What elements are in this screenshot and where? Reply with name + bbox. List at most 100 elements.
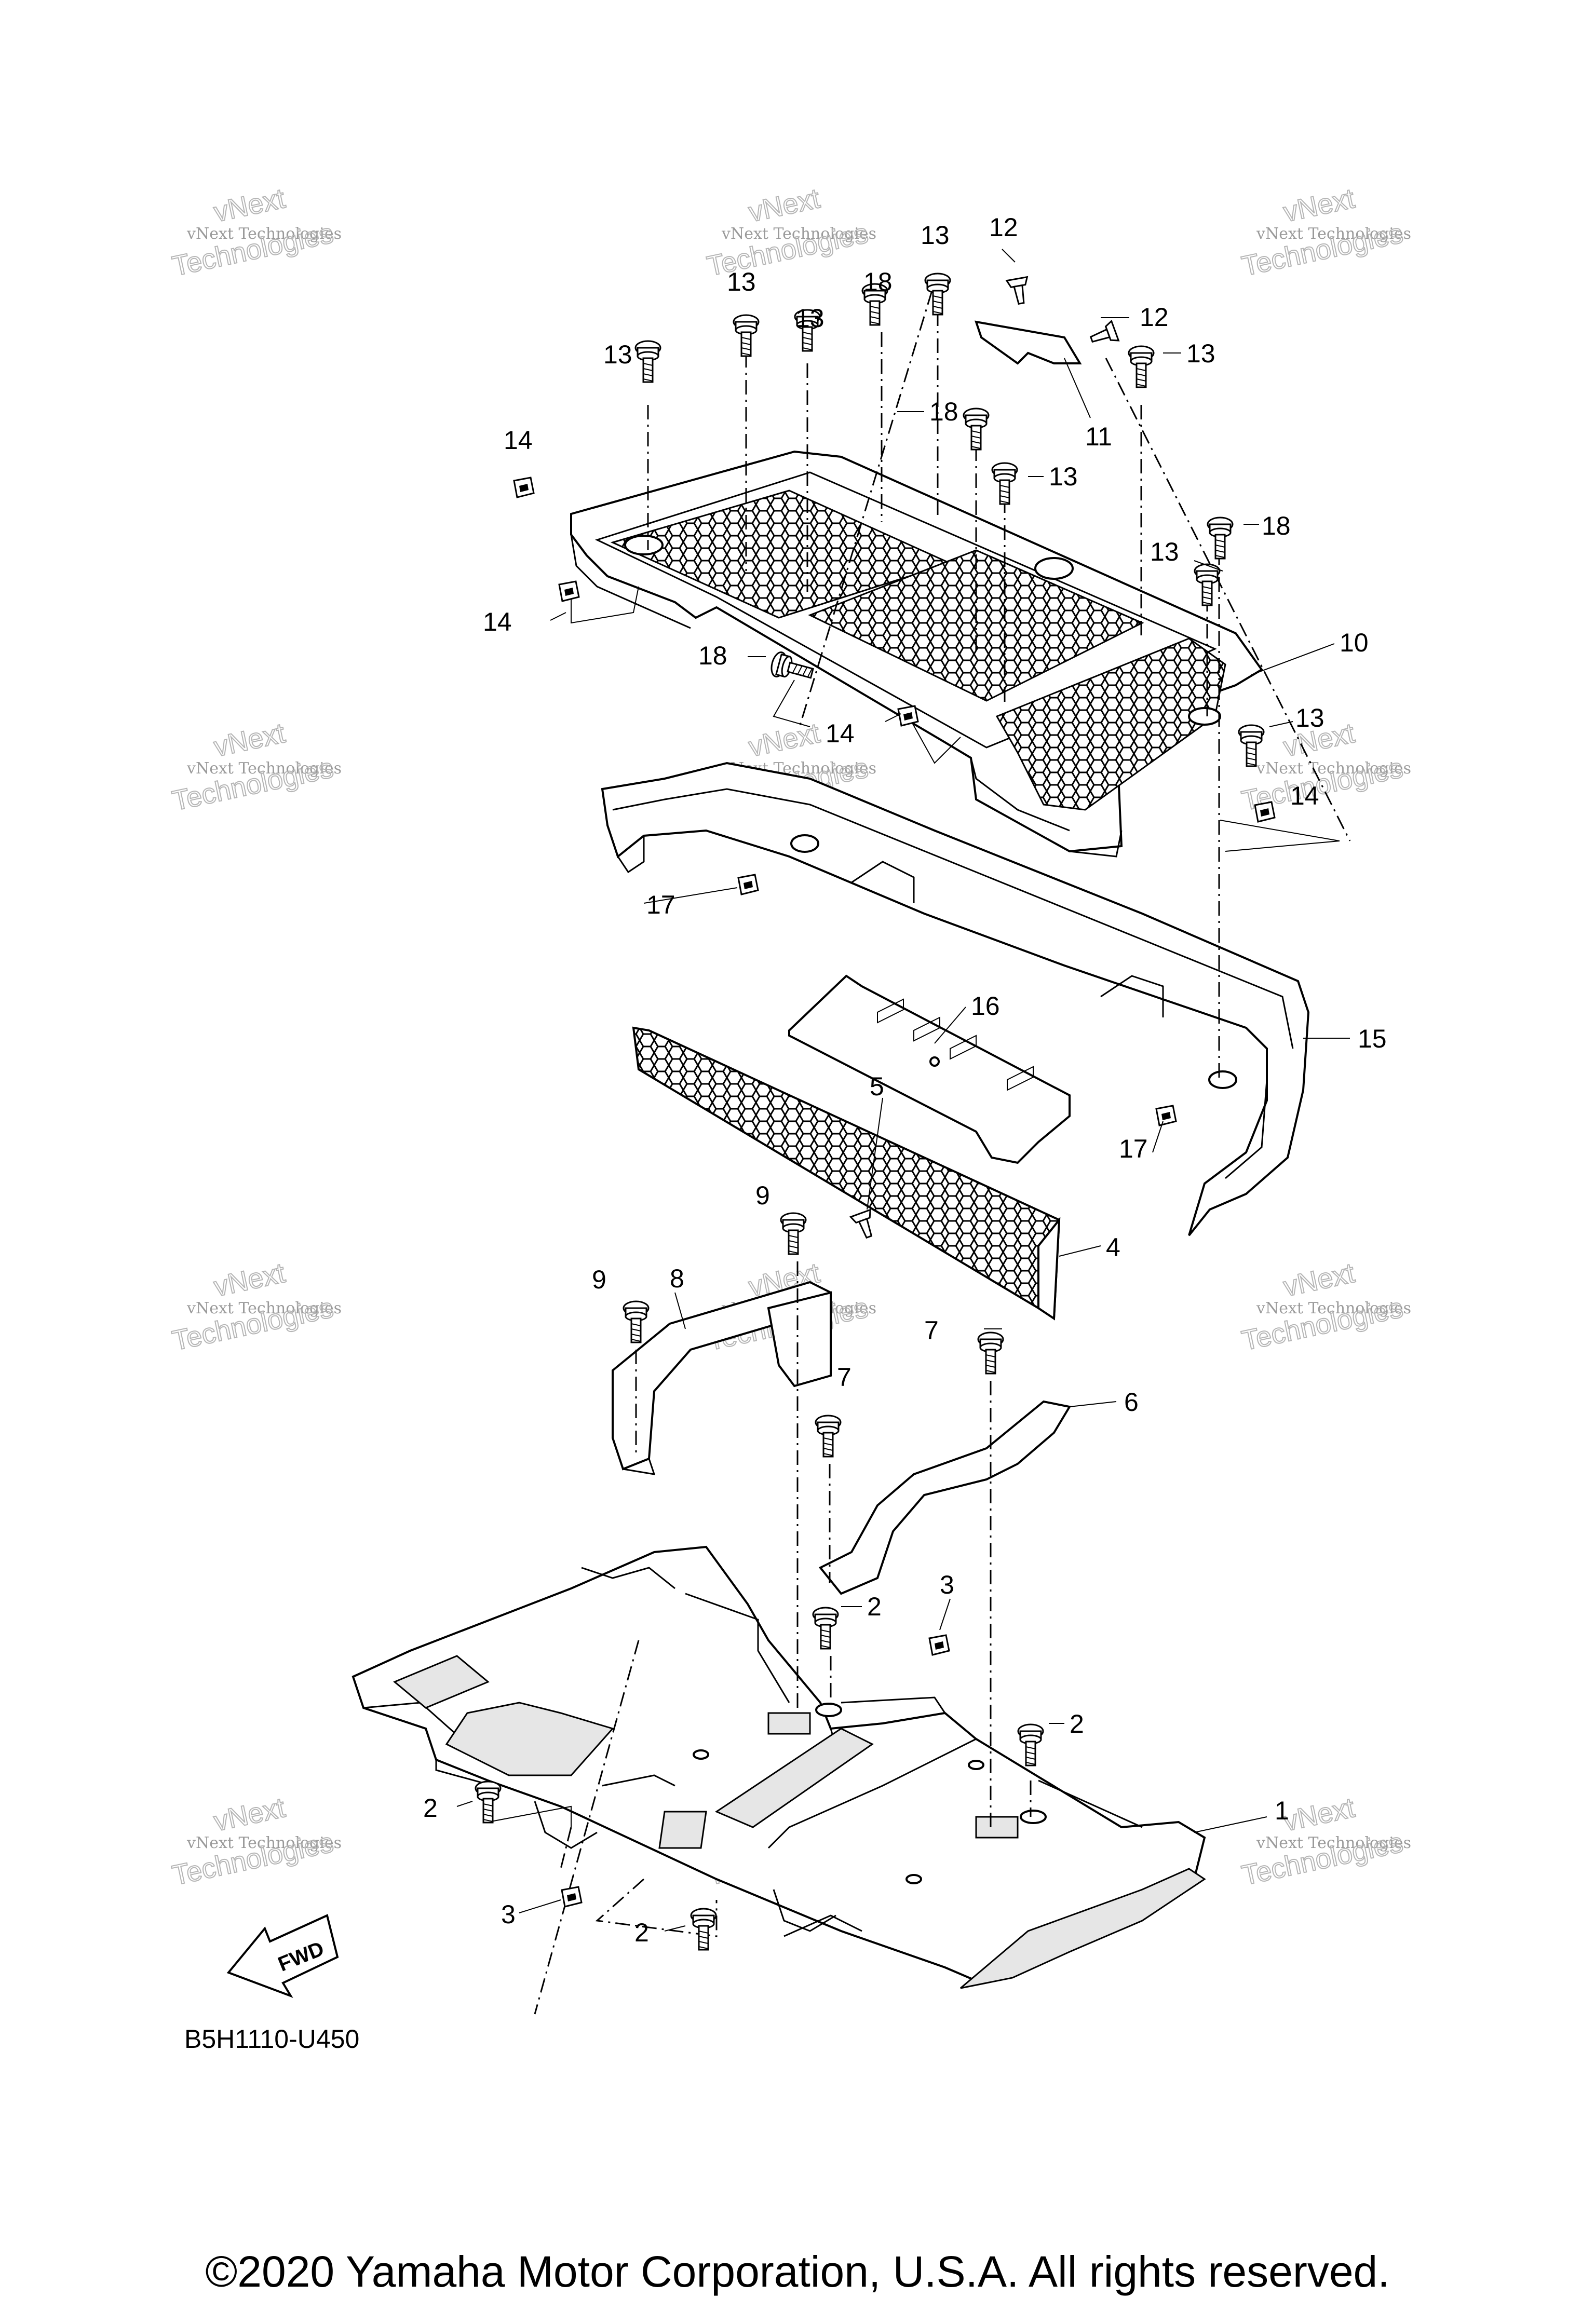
callout-2: 2 bbox=[1070, 1709, 1084, 1738]
clip-14-icon bbox=[897, 705, 919, 727]
callout-18: 18 bbox=[1262, 511, 1291, 540]
bolt-9-icon bbox=[780, 1212, 807, 1255]
bolt-13-icon bbox=[1194, 563, 1221, 606]
callout-leaders bbox=[456, 249, 1350, 1932]
bolt-2-icon bbox=[475, 1781, 502, 1824]
bolt-13-icon bbox=[1128, 345, 1155, 388]
bolt-13-icon bbox=[634, 340, 661, 383]
callout-4: 4 bbox=[1106, 1233, 1120, 1262]
callout-14: 14 bbox=[504, 426, 533, 455]
bolt-13-icon bbox=[924, 273, 951, 316]
callout-12: 12 bbox=[989, 213, 1018, 242]
bolt-13-icon bbox=[733, 314, 760, 357]
fasteners bbox=[475, 273, 1276, 1951]
pin-12-icon bbox=[1087, 320, 1119, 350]
clip-14-icon bbox=[513, 477, 535, 498]
callout-1: 1 bbox=[1275, 1796, 1289, 1825]
callout-2: 2 bbox=[867, 1592, 882, 1621]
callout-2: 2 bbox=[634, 1918, 649, 1947]
bolt-2-icon bbox=[690, 1908, 717, 1951]
callout-18: 18 bbox=[929, 397, 958, 426]
pin-12-icon bbox=[1006, 276, 1033, 306]
watermark-text: vNext Technologies bbox=[721, 225, 876, 243]
bolt-2-icon bbox=[1017, 1723, 1044, 1766]
watermark-text: vNext Technologies bbox=[1256, 225, 1411, 243]
copyright-footer: ©2020 Yamaha Motor Corporation, U.S.A. A… bbox=[205, 2247, 1389, 2296]
callout-11: 11 bbox=[1085, 422, 1112, 451]
callout-7: 7 bbox=[837, 1363, 851, 1392]
part-10-cargo-tray bbox=[570, 450, 1263, 858]
callout-12: 12 bbox=[1140, 303, 1169, 332]
part-16-bracket bbox=[788, 974, 1071, 1164]
callout-14: 14 bbox=[483, 607, 512, 636]
callout-13: 13 bbox=[795, 304, 824, 333]
callout-13: 13 bbox=[1186, 339, 1215, 368]
callout-14: 14 bbox=[826, 719, 855, 748]
bolt-7-icon bbox=[977, 1331, 1004, 1375]
callout-9: 9 bbox=[592, 1265, 606, 1294]
callout-7: 7 bbox=[924, 1316, 939, 1345]
watermark-logo-text: vNext bbox=[211, 717, 288, 763]
callout-15: 15 bbox=[1358, 1024, 1387, 1053]
callout-13: 13 bbox=[727, 267, 756, 296]
callout-16: 16 bbox=[971, 991, 1000, 1021]
bolt-13-icon bbox=[991, 462, 1018, 505]
watermark-text: vNext Technologies bbox=[1256, 1299, 1411, 1317]
callout-5: 5 bbox=[870, 1072, 884, 1101]
clip-17-icon bbox=[1155, 1105, 1177, 1126]
callout-3: 3 bbox=[501, 1900, 516, 1929]
callout-18: 18 bbox=[863, 267, 893, 296]
bolt-7-icon bbox=[815, 1415, 842, 1458]
clip-3-icon bbox=[561, 1886, 583, 1908]
watermark-text: vNext Technologies bbox=[1256, 759, 1411, 778]
callout-17: 17 bbox=[1119, 1134, 1148, 1163]
diagram-code: B5H1110-U450 bbox=[184, 2024, 359, 2054]
callout-2: 2 bbox=[423, 1793, 438, 1823]
callout-13: 13 bbox=[1150, 537, 1179, 566]
fwd-arrow-icon: FWD bbox=[226, 1914, 339, 1998]
bolt-18-icon bbox=[1207, 517, 1234, 560]
bracket-11-icon bbox=[975, 320, 1082, 365]
watermark-text: vNext Technologies bbox=[186, 759, 342, 778]
part-1-skid-plate bbox=[352, 1545, 1206, 1989]
callout-18: 18 bbox=[698, 641, 727, 670]
bolt-18-icon bbox=[963, 407, 990, 451]
part-15-rear-frame bbox=[601, 762, 1310, 1236]
callout-8: 8 bbox=[670, 1264, 684, 1293]
clip-3-icon bbox=[928, 1634, 950, 1656]
watermark-logo-text: vNext bbox=[211, 1792, 288, 1837]
clip-14-icon bbox=[558, 580, 580, 602]
clip-14-icon bbox=[1254, 801, 1276, 823]
watermark-text: vNext Technologies bbox=[186, 1834, 342, 1852]
watermark-text: vNext Technologies bbox=[186, 1299, 342, 1317]
callout-6: 6 bbox=[1124, 1388, 1139, 1417]
watermark-logo-text: vNext bbox=[1281, 183, 1358, 228]
watermark-logo-text: vNext bbox=[1281, 1257, 1358, 1302]
callout-17: 17 bbox=[646, 890, 675, 919]
watermark-logo-text: vNext bbox=[211, 183, 288, 228]
callout-13: 13 bbox=[921, 221, 950, 250]
callout-9: 9 bbox=[755, 1181, 770, 1210]
callout-3: 3 bbox=[940, 1570, 954, 1599]
watermark-text: vNext Technologies bbox=[1256, 1834, 1411, 1852]
callout-10: 10 bbox=[1340, 628, 1369, 657]
watermark-logo-text: vNext bbox=[211, 1257, 288, 1302]
callout-13: 13 bbox=[603, 340, 632, 369]
part-6-bracket bbox=[818, 1400, 1072, 1595]
watermark-logo-text: vNext bbox=[1281, 1792, 1358, 1837]
bolt-9-icon bbox=[623, 1300, 650, 1343]
callout-14: 14 bbox=[1290, 781, 1319, 810]
screw-5-icon bbox=[849, 1209, 880, 1241]
watermark-logo-text: vNext bbox=[746, 717, 823, 763]
callout-numbers: 13 13 13 18 13 12 12 11 13 18 13 18 13 1… bbox=[423, 213, 1387, 1947]
callout-13: 13 bbox=[1049, 462, 1078, 491]
clip-17-icon bbox=[737, 874, 759, 895]
leader-lines bbox=[488, 290, 1351, 2015]
watermark-text: vNext Technologies bbox=[186, 225, 342, 243]
part-8-bracket bbox=[612, 1281, 832, 1475]
part-4-grille bbox=[632, 1026, 1061, 1321]
bolt-2-icon bbox=[812, 1607, 839, 1650]
callout-13: 13 bbox=[1295, 703, 1324, 732]
watermark-logo-text: vNext bbox=[746, 183, 823, 228]
